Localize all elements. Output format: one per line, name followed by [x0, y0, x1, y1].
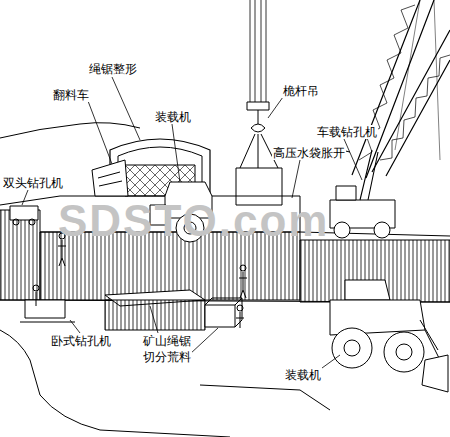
watermark: SDSTO.com [58, 196, 329, 246]
part-label: 装载机 [284, 368, 322, 382]
part-label: 桅杆吊 [282, 84, 320, 98]
part-label: 双头钻孔机 [2, 176, 64, 190]
part-label: 绳锯整形 [88, 62, 138, 76]
part-label: 装载机 [154, 110, 192, 124]
part-label: 卧式钻孔机 [50, 334, 112, 348]
part-label: 切分荒料 [142, 350, 192, 364]
part-label: 矿山绳锯 [142, 334, 192, 348]
part-label: 车载钻孔机 [316, 125, 378, 139]
part-label: 翻料车 [52, 88, 90, 102]
part-label: 高压水袋胀开 [272, 146, 346, 160]
